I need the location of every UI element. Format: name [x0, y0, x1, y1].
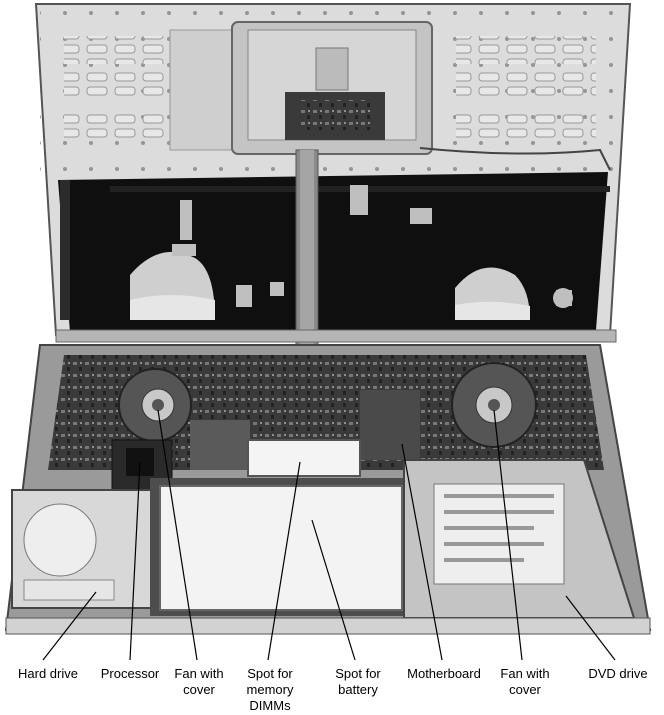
label-fan-left-line-2: cover	[183, 682, 215, 697]
label-processor-text: Processor	[100, 666, 160, 681]
leader-memory	[267, 461, 301, 661]
label-battery-line-2: battery	[338, 682, 378, 697]
leader-processor	[129, 461, 141, 661]
leader-motherboard	[401, 443, 443, 661]
label-hard-drive: Hard drive	[8, 666, 88, 682]
leader-fan-left	[157, 409, 198, 661]
label-memory-line-2: memory	[246, 682, 294, 697]
keyboard-slots-right	[456, 36, 596, 140]
fan-right	[451, 362, 537, 448]
fan-left	[118, 368, 192, 442]
battery-bay	[150, 478, 410, 616]
label-memory: Spot for memory DIMMs	[234, 666, 306, 714]
leader-fan-right	[493, 409, 523, 661]
label-fan-right: Fan with cover	[490, 666, 560, 698]
laptop-base	[4, 344, 652, 635]
keyboard-slots-left	[64, 36, 176, 140]
trackpad-bracket	[231, 21, 433, 155]
leader-dvd-drive	[565, 595, 616, 661]
label-dvd-drive-text: DVD drive	[588, 666, 648, 681]
label-fan-right-line-1: Fan with	[500, 666, 550, 681]
label-fan-left: Fan with cover	[162, 666, 236, 698]
label-processor: Processor	[90, 666, 170, 682]
laptop-lid	[34, 3, 632, 461]
label-fan-left-line-1: Fan with	[174, 666, 224, 681]
label-fan-right-line-2: cover	[509, 682, 541, 697]
label-battery: Spot for battery	[322, 666, 394, 698]
insulation-sheet	[58, 172, 610, 332]
leader-hard-drive	[42, 591, 97, 661]
hard-drive	[11, 489, 155, 609]
label-memory-line-3: DIMMs	[249, 698, 291, 713]
label-dvd-drive: DVD drive	[578, 666, 658, 682]
leader-battery	[311, 519, 356, 661]
memory-slot	[247, 439, 361, 477]
label-memory-line-1: Spot for	[247, 666, 293, 681]
leader-lines	[42, 409, 616, 661]
label-hard-drive-text: Hard drive	[18, 666, 78, 681]
label-motherboard: Motherboard	[396, 666, 492, 682]
label-motherboard-text: Motherboard	[407, 666, 481, 681]
dvd-drive	[403, 459, 636, 619]
label-battery-line-1: Spot for	[335, 666, 381, 681]
